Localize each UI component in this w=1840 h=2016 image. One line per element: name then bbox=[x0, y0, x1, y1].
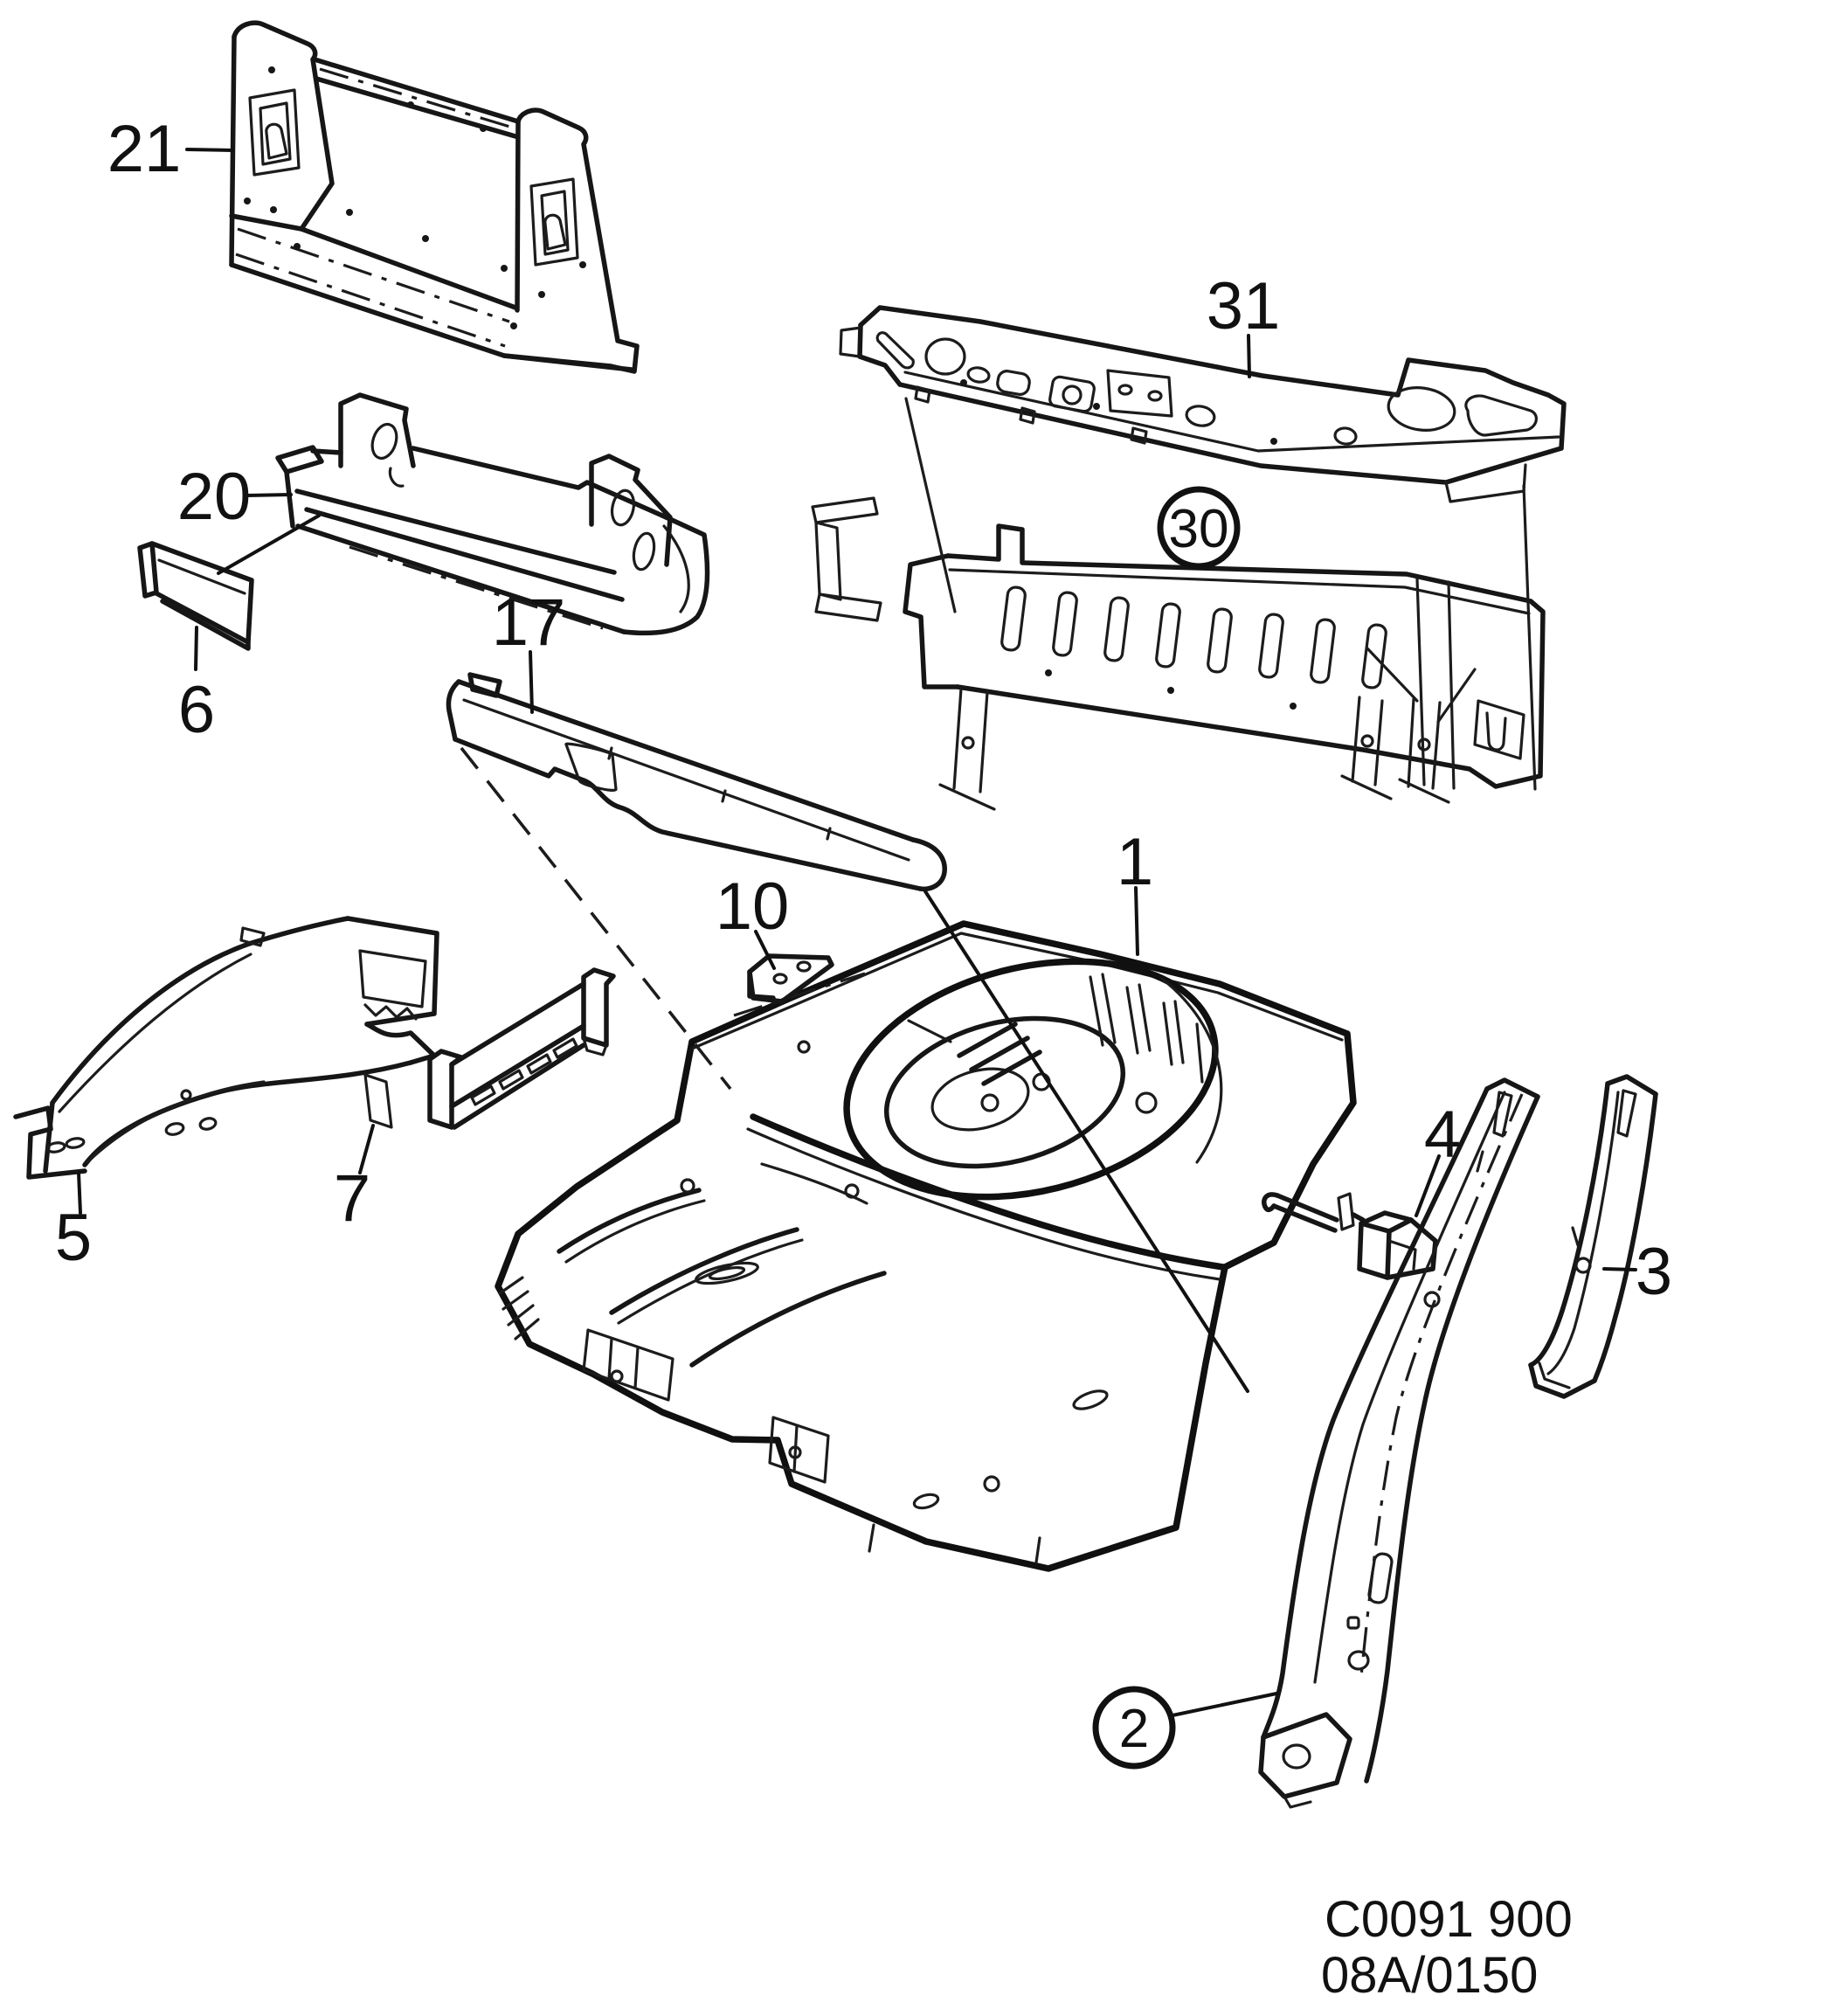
callout-7: 7 bbox=[334, 1161, 370, 1236]
callout-4: 4 bbox=[1424, 1098, 1461, 1172]
part-17-drawing bbox=[446, 672, 947, 892]
circled-callout-2-label: 2 bbox=[1119, 1699, 1149, 1759]
part-4-drawing bbox=[1262, 1192, 1438, 1280]
callout-10: 10 bbox=[716, 869, 790, 944]
circled-callout-30: 30 bbox=[1157, 486, 1241, 570]
callout-21: 21 bbox=[107, 112, 182, 186]
circled-callout-2: 2 bbox=[1092, 1686, 1176, 1770]
leader-21 bbox=[185, 148, 234, 152]
part-21-drawing bbox=[229, 20, 640, 374]
callout-5: 5 bbox=[55, 1201, 92, 1275]
leader-3 bbox=[1602, 1267, 1637, 1271]
part-6-drawing bbox=[137, 541, 254, 651]
figure-code-line1: C0091 900 bbox=[1325, 1891, 1573, 1948]
part-20-drawing bbox=[275, 392, 710, 636]
indicator-line-31-right bbox=[1522, 484, 1537, 791]
leader-2 bbox=[1171, 1692, 1278, 1717]
callout-20: 20 bbox=[177, 460, 252, 534]
leader-4 bbox=[1415, 1154, 1441, 1217]
callout-17: 17 bbox=[492, 585, 566, 660]
callout-1: 1 bbox=[1117, 825, 1153, 899]
callout-31: 31 bbox=[1207, 269, 1281, 343]
callout-3: 3 bbox=[1636, 1235, 1672, 1309]
part-3-drawing bbox=[1528, 1074, 1658, 1399]
leader-20-to-6 bbox=[217, 514, 321, 575]
leader-5 bbox=[77, 1171, 82, 1215]
leader-17-position-left bbox=[460, 746, 732, 1091]
leader-6 bbox=[194, 626, 198, 671]
part-1-drawing bbox=[495, 920, 1357, 1572]
leader-7 bbox=[358, 1124, 375, 1174]
part-31-drawing bbox=[839, 305, 1567, 503]
leader-10 bbox=[754, 930, 776, 970]
part-30-drawing bbox=[811, 496, 1546, 811]
part-7-drawing bbox=[363, 967, 616, 1130]
leader-1 bbox=[1134, 886, 1139, 956]
part-5-drawing bbox=[13, 916, 439, 1180]
indicator-line-31-left bbox=[904, 397, 957, 613]
leader-17-position-right bbox=[923, 890, 1249, 1393]
callout-6: 6 bbox=[178, 673, 215, 747]
leader-17 bbox=[529, 650, 534, 714]
figure-code-line2: 08A/0150 bbox=[1321, 1947, 1538, 2004]
circled-callout-30-label: 30 bbox=[1169, 499, 1229, 559]
part-2-drawing bbox=[1258, 1077, 1540, 1809]
